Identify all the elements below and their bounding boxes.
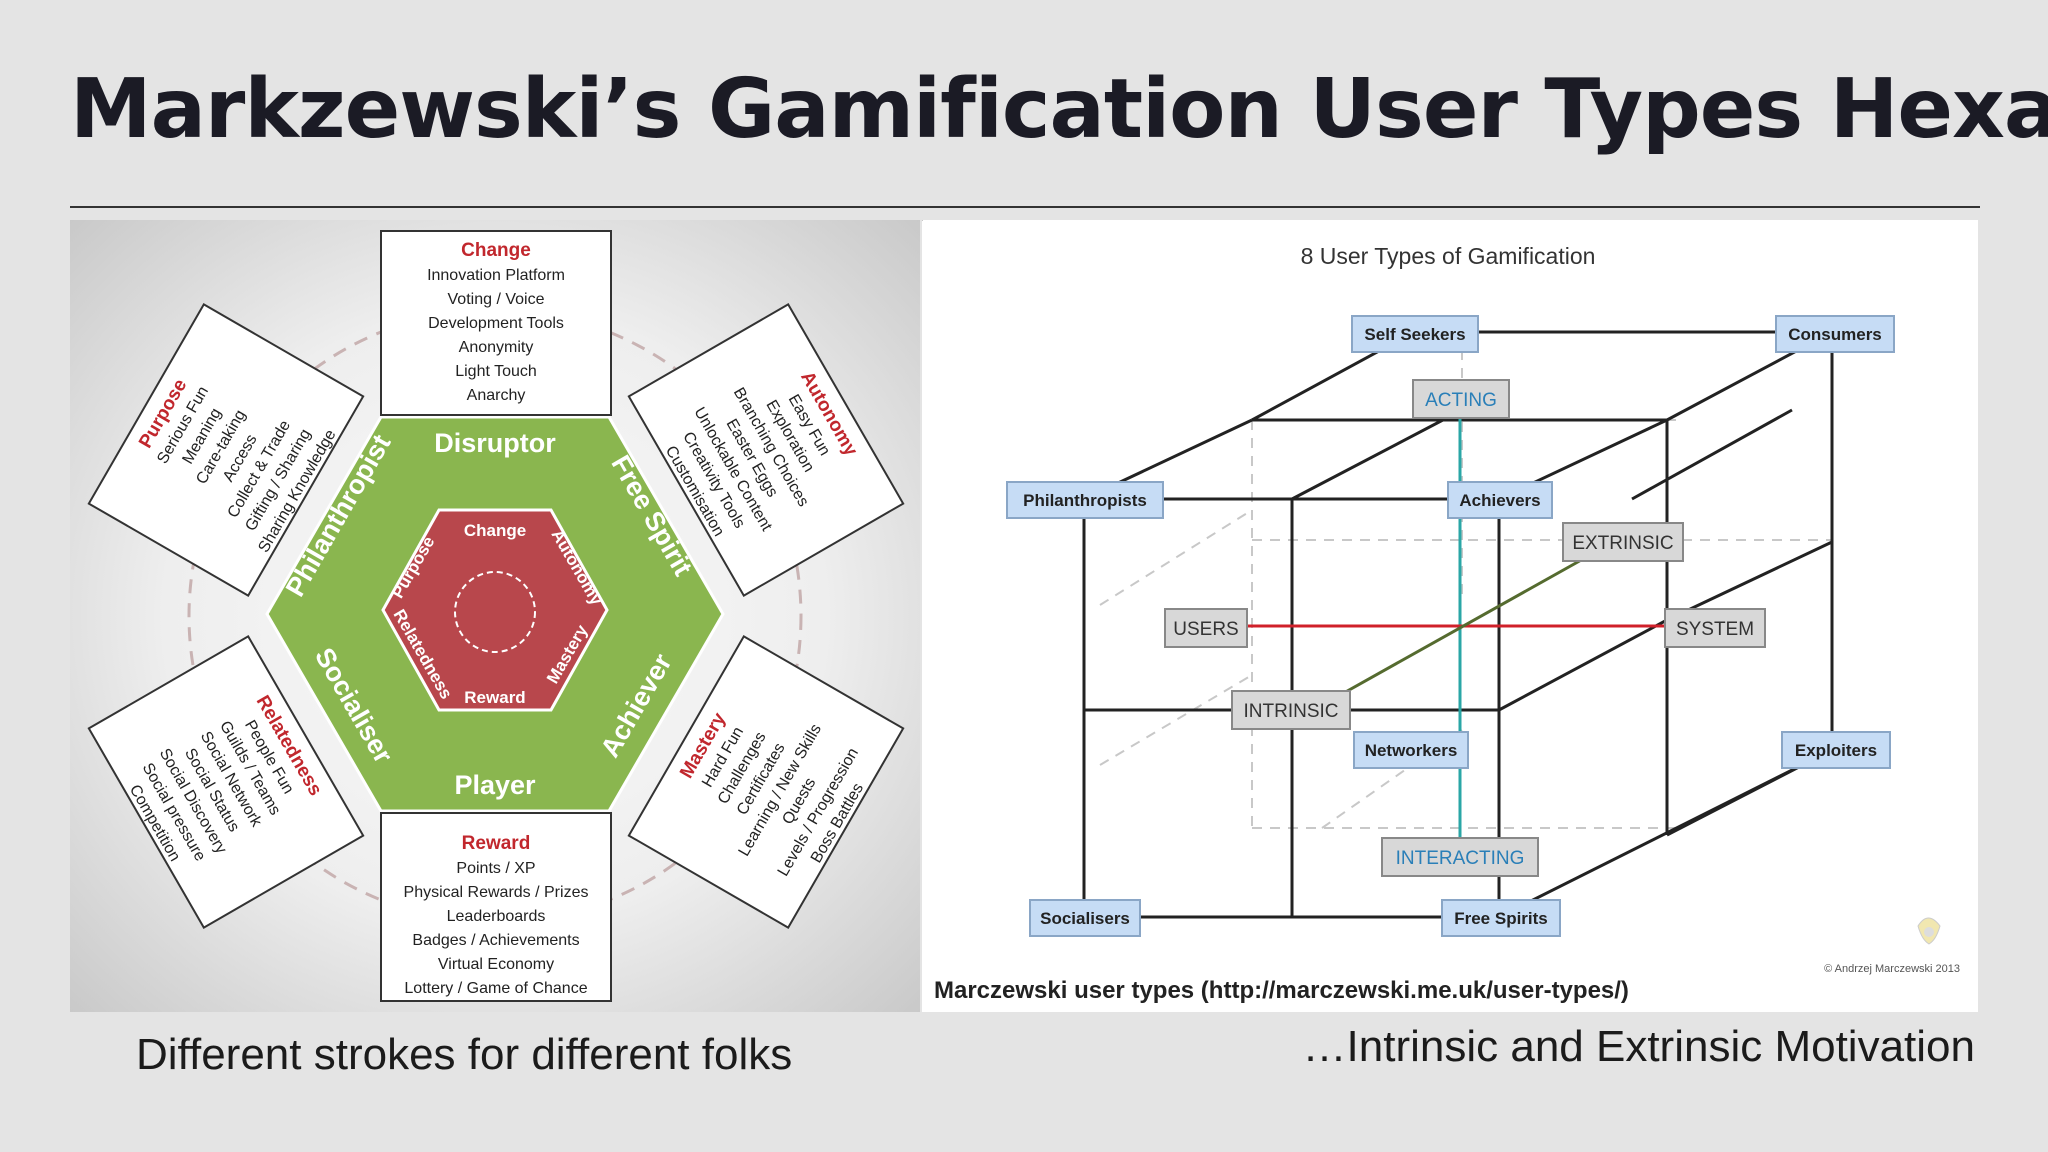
node-consumers: Consumers: [1775, 315, 1895, 353]
svg-text:INTRINSIC: INTRINSIC: [1244, 701, 1339, 722]
box-item: Physical Rewards / Prizes: [404, 884, 589, 901]
node-achievers: Achievers: [1447, 481, 1553, 519]
svg-text:Socialisers: Socialisers: [1040, 909, 1130, 928]
node-networkers: Networkers: [1353, 731, 1469, 769]
axis-label-system: SYSTEM: [1664, 608, 1766, 648]
slide-title: Markzewski’s Gamification User Types Hex…: [70, 62, 2048, 157]
box-item: Light Touch: [455, 363, 537, 380]
node-socialisers: Socialisers: [1029, 899, 1141, 937]
box-item: Anarchy: [467, 387, 526, 404]
box-reward: Reward Points / XP Physical Rewards / Pr…: [380, 812, 612, 1002]
type-label-player: Player: [454, 770, 536, 800]
node-philanthropists: Philanthropists: [1006, 481, 1164, 519]
svg-text:SYSTEM: SYSTEM: [1676, 619, 1754, 640]
axis-label-extrinsic: EXTRINSIC: [1562, 522, 1684, 562]
box-item: Voting / Voice: [448, 291, 545, 308]
box-item: Innovation Platform: [427, 267, 565, 284]
svg-text:Exploiters: Exploiters: [1795, 741, 1877, 760]
caption-left: Different strokes for different folks: [136, 1030, 793, 1079]
type-label-disruptor: Disruptor: [434, 428, 556, 458]
hidden-edges: [922, 220, 1832, 829]
axis-label-acting: ACTING: [1412, 379, 1510, 419]
author-logo: [1917, 917, 1941, 945]
svg-text:INTERACTING: INTERACTING: [1396, 848, 1525, 869]
box-item: Lottery / Game of Chance: [404, 980, 587, 997]
svg-text:Consumers: Consumers: [1788, 325, 1882, 344]
cube-footer-source: Marczewski user types (http://marczewski…: [934, 977, 1629, 1004]
cube-title: 8 User Types of Gamification: [1301, 243, 1596, 269]
box-item: Points / XP: [456, 860, 535, 877]
inner-hexagon: [381, 508, 609, 712]
caption-right: …Intrinsic and Extrinsic Motivation: [1302, 1022, 1975, 1071]
box-item: Virtual Economy: [438, 956, 554, 973]
node-free-spirits: Free Spirits: [1441, 899, 1561, 937]
box-item: Badges / Achievements: [412, 932, 579, 949]
axis-label-users: USERS: [1164, 608, 1248, 648]
inner-label-reward: Reward: [464, 688, 525, 707]
cube-svg: 8 User Types of Gamification: [922, 220, 1960, 1004]
box-heading: Change: [461, 240, 531, 261]
cube-copyright: © Andrzej Marczewski 2013: [1824, 963, 1960, 975]
svg-text:Achievers: Achievers: [1459, 491, 1540, 510]
svg-text:USERS: USERS: [1173, 619, 1238, 640]
svg-text:Networkers: Networkers: [1365, 741, 1458, 760]
box-item: Development Tools: [428, 315, 564, 332]
axis-label-intrinsic: INTRINSIC: [1231, 690, 1351, 730]
title-divider: [70, 206, 1980, 208]
box-mastery: Mastery Hard Fun Challenges Certificates…: [627, 635, 905, 929]
svg-text:Free Spirits: Free Spirits: [1454, 909, 1548, 928]
box-item: Anonymity: [459, 339, 534, 356]
svg-text:EXTRINSIC: EXTRINSIC: [1572, 533, 1673, 554]
hexad-diagram: Change Reward Autonomy Mastery Relatedne…: [70, 220, 920, 1012]
box-heading: Reward: [462, 833, 531, 854]
inner-circle: [454, 571, 536, 653]
intrinsic-extrinsic-axis: [1316, 538, 1618, 710]
axis-label-interacting: INTERACTING: [1381, 837, 1539, 877]
svg-text:ACTING: ACTING: [1425, 390, 1497, 411]
user-types-cube-diagram: 8 User Types of Gamification: [922, 220, 1978, 1012]
node-exploiters: Exploiters: [1781, 731, 1891, 769]
svg-text:Philanthropists: Philanthropists: [1023, 491, 1147, 510]
hexad-svg: Change Reward Autonomy Mastery Relatedne…: [87, 230, 905, 1002]
node-self-seekers: Self Seekers: [1351, 315, 1479, 353]
inner-label-change: Change: [464, 521, 526, 540]
box-relatedness: Relatedness People Fun Guilds / Teams So…: [87, 635, 365, 929]
box-item: Leaderboards: [447, 908, 546, 925]
box-purpose: Purpose Serious Fun Meaning Care-taking …: [87, 303, 365, 597]
svg-text:Self Seekers: Self Seekers: [1364, 325, 1465, 344]
box-change: Change Innovation Platform Voting / Voic…: [380, 230, 612, 416]
